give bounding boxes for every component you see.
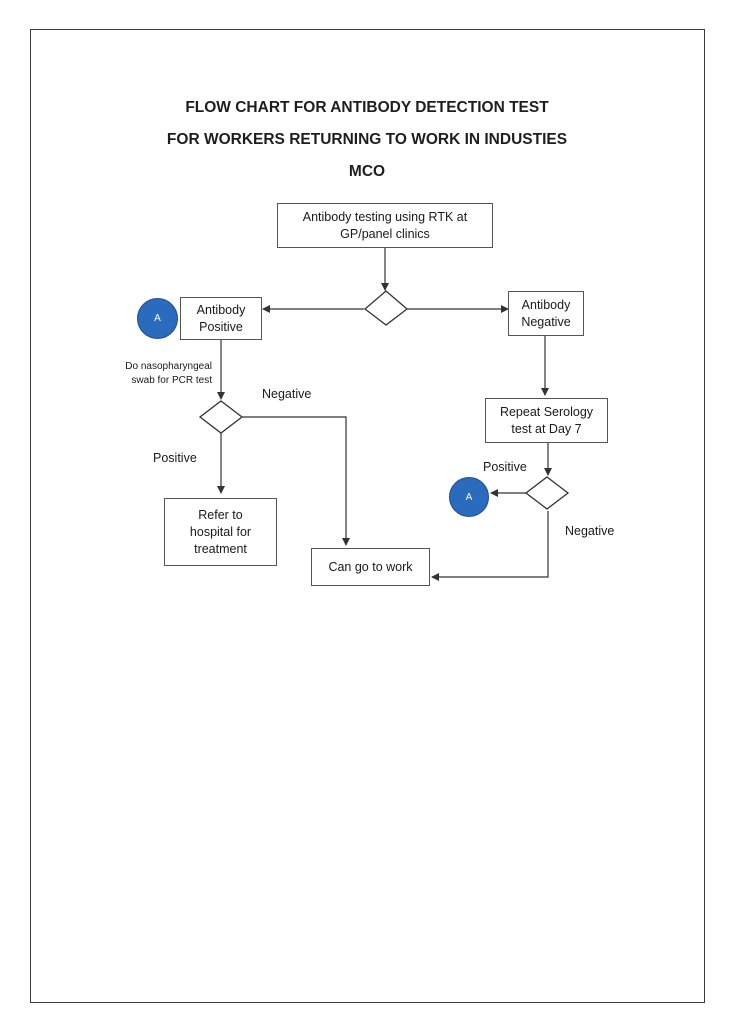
can-go-to-work-box: Can go to work (311, 548, 430, 586)
refer-hospital-box: Refer to hospital for treatment (164, 498, 277, 566)
swab-note-label: Do nasopharyngeal swab for PCR test (125, 361, 212, 386)
pcr-positive-label: Positive (153, 451, 197, 465)
chart-title-line-2: FOR WORKERS RETURNING TO WORK IN INDUSTI… (166, 131, 568, 148)
decision-diamond-1 (363, 290, 409, 326)
serology-negative-label: Negative (565, 524, 615, 538)
antibody-negative-box: Antibody Negative (508, 291, 584, 336)
decision-diamond-2 (198, 400, 244, 434)
repeat-serology-box: Repeat Serology test at Day 7 (485, 398, 608, 443)
connector-a-right: A (449, 477, 489, 517)
page-border (30, 29, 705, 1003)
arrow-serology-negative-to-work (431, 511, 549, 581)
pcr-negative-label: Negative (262, 387, 312, 401)
arrow-pcr-negative-to-work (242, 416, 350, 546)
antibody-positive-box: Antibody Positive (180, 297, 262, 340)
connector-a-left: A (137, 298, 178, 339)
chart-title-line-1: FLOW CHART FOR ANTIBODY DETECTION TEST (185, 99, 549, 116)
chart-title-line-3: MCO (348, 163, 386, 180)
start-box: Antibody testing using RTK at GP/panel c… (277, 203, 493, 248)
decision-diamond-3 (524, 476, 570, 510)
serology-positive-label: Positive (483, 460, 527, 474)
